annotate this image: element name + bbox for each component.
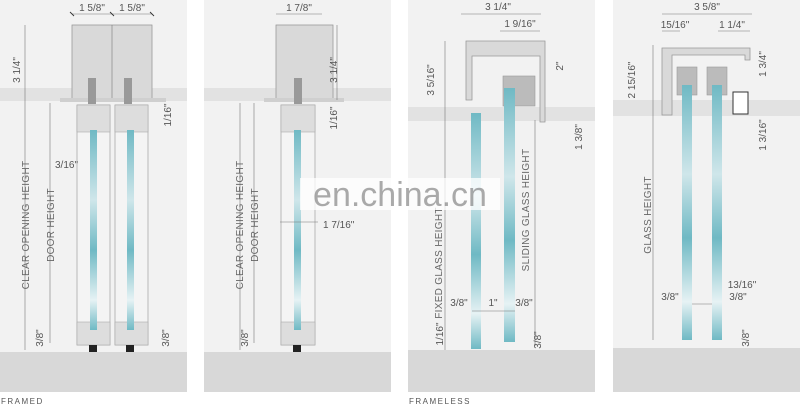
dim-glass-right: 3/8" — [729, 292, 747, 303]
watermark-band — [300, 178, 500, 210]
label-clear-opening-height: CLEAR OPENING HEIGHT — [235, 161, 246, 290]
floor-guide — [293, 345, 301, 352]
dim-header-height: 3 1/4" — [329, 57, 340, 83]
caption-frameless: FRAMELESS — [409, 397, 471, 406]
dim-gap: 1" — [488, 298, 498, 309]
dim-bottom-left: 3/8" — [35, 329, 46, 347]
glass-pane — [682, 85, 692, 340]
dim-glass-right: 3/8" — [515, 298, 533, 309]
dim-width: 1 7/8" — [286, 3, 312, 14]
dim-top-gap: 1/16" — [329, 106, 340, 129]
dim-track-width: 1 9/16" — [504, 19, 536, 30]
caption-framed: FRAMED — [1, 397, 44, 406]
dim-bottom: 3/8" — [240, 329, 251, 347]
sliding-glass-pane — [504, 88, 515, 342]
roller — [294, 78, 302, 104]
dim-width: 3 1/4" — [485, 2, 511, 13]
header-track — [465, 40, 546, 123]
dim-right-width: 1 5/8" — [119, 3, 145, 14]
panel-frameless-double-sliding: 3 5/8" 15/16" 1 1/4" 2 15/16" 1 3/4" 1 3… — [613, 0, 800, 392]
dim-top-gap: 1/16" — [163, 103, 174, 126]
header-track — [661, 47, 751, 116]
roller — [124, 78, 132, 104]
dim-right-offset: 1 1/4" — [719, 20, 745, 31]
floor-guide — [89, 345, 97, 352]
dim-width: 3 5/8" — [694, 2, 720, 13]
glass-pane — [90, 130, 97, 330]
dim-header-height: 3 5/16" — [426, 64, 437, 96]
label-door-height: DOOR HEIGHT — [250, 188, 261, 262]
label-sliding-glass-height: SLIDING GLASS HEIGHT — [521, 149, 532, 272]
dim-side-gap: 3/16" — [55, 160, 78, 171]
floor — [0, 352, 187, 392]
ceiling — [408, 107, 595, 121]
header-track — [275, 24, 334, 101]
label-glass-height: GLASS HEIGHT — [643, 176, 654, 254]
watermark: en.china.cn — [313, 176, 487, 214]
dim-bottom: 3/8" — [741, 329, 752, 347]
dim-door-width: 1 7/16" — [323, 220, 355, 231]
dim-bottom-right: 3/8" — [161, 329, 172, 347]
dim-gap: 13/16" — [728, 280, 757, 291]
dim-bottom: 3/8" — [533, 331, 544, 349]
dim-drop: 1 3/8" — [574, 124, 585, 150]
glass-pane — [294, 130, 301, 330]
fixed-glass-pane — [471, 113, 481, 349]
dim-left-width: 1 5/8" — [79, 3, 105, 14]
glass-pane — [127, 130, 134, 330]
panel-frameless-fixed-sliding: 3 1/4" 1 9/16" 3 5/16" 2" 1 3/8" FIXED G… — [408, 0, 595, 392]
dim-header-height: 3 1/4" — [12, 57, 23, 83]
panel-framed-double: 1 5/8" 1 5/8" 3 1/4" 1/16" 3/16" CLEAR O… — [0, 0, 187, 392]
dim-header-height: 2 15/16" — [627, 61, 638, 98]
floor — [204, 352, 391, 392]
roller — [88, 78, 96, 104]
dim-glass-left: 3/8" — [450, 298, 468, 309]
ceiling — [613, 100, 800, 116]
label-fixed-glass-height: FIXED GLASS HEIGHT — [434, 207, 445, 319]
dim-drop: 1 3/16" — [758, 119, 769, 151]
label-clear-opening-height: CLEAR OPENING HEIGHT — [21, 161, 32, 290]
glass-pane — [712, 85, 722, 340]
dim-floor-gap: 1/16" — [435, 322, 446, 345]
dim-carrier-height: 1 3/4" — [758, 51, 769, 77]
floor — [613, 348, 800, 392]
floor — [408, 350, 595, 392]
floor-guide — [126, 345, 134, 352]
dim-glass-left: 3/8" — [661, 292, 679, 303]
end-profile — [732, 91, 749, 115]
dim-carrier-height: 2" — [555, 61, 566, 71]
label-door-height: DOOR HEIGHT — [46, 188, 57, 262]
dim-left-offset: 15/16" — [661, 20, 690, 31]
